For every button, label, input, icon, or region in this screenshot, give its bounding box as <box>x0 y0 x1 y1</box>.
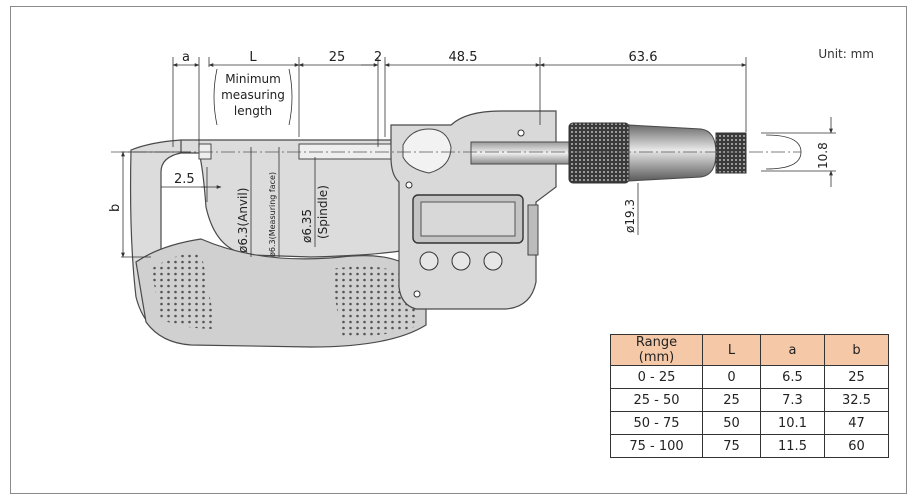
min-length-line-3: length <box>234 104 272 118</box>
cell-range: 0 - 25 <box>610 365 703 389</box>
cell-range: 75 - 100 <box>610 434 703 458</box>
dim-63-6: 63.6 <box>629 50 658 65</box>
screw-top <box>517 129 525 137</box>
button-3 <box>483 251 503 271</box>
cell-L: 0 <box>702 365 761 389</box>
cell-b: 47 <box>824 411 889 435</box>
cell-L: 50 <box>702 411 761 435</box>
display-head <box>390 110 557 310</box>
cell-range: 25 - 50 <box>610 388 703 412</box>
cell-range: 50 - 75 <box>610 411 703 435</box>
min-length-line-2: measuring <box>221 88 285 102</box>
cell-a: 11.5 <box>760 434 825 458</box>
cell-a: 7.3 <box>760 388 825 412</box>
dim-2-5: 2.5 <box>174 172 195 187</box>
header-range: Range (mm) <box>610 334 703 366</box>
table-row: 75 - 100 75 11.5 60 <box>610 434 889 458</box>
cell-L: 75 <box>702 434 761 458</box>
thimble <box>568 122 630 184</box>
dimension-labels: a L 25 2 48.5 63.6 2.5 Minimum measuring… <box>108 50 830 257</box>
button-1 <box>419 251 439 271</box>
dim-2: 2 <box>374 50 382 65</box>
dim-25: 25 <box>329 50 346 65</box>
screw-bottom <box>413 290 421 298</box>
spec-table: Range (mm) L a b 0 - 25 0 6.5 25 25 - 50… <box>610 334 889 458</box>
cell-a: 6.5 <box>760 365 825 389</box>
dim-anvil-dia: ø6.3(Anvil) <box>236 188 250 253</box>
cell-a: 10.1 <box>760 411 825 435</box>
micrometer-drawing: a L 25 2 48.5 63.6 2.5 Minimum measuring… <box>108 50 836 348</box>
unit-label: Unit: mm <box>818 47 874 61</box>
header-a: a <box>760 334 825 366</box>
dim-spindle-word: (Spindle) <box>316 185 330 239</box>
header-b: b <box>824 334 889 366</box>
dim-b: b <box>108 204 123 212</box>
dim-spindle-dia: ø6.35 <box>300 209 314 243</box>
min-length-line-1: Minimum <box>225 72 281 86</box>
lcd-inner <box>420 201 516 237</box>
dim-face-dia: ø6.3(Measuring face) <box>268 172 277 257</box>
sleeve <box>470 141 572 165</box>
screw-left <box>405 181 413 189</box>
c-frame <box>129 139 427 348</box>
cell-b: 25 <box>824 365 889 389</box>
anvil <box>198 143 212 160</box>
dim-10-8: 10.8 <box>816 142 830 169</box>
clamp-ring <box>402 128 452 174</box>
table-row: 0 - 25 0 6.5 25 <box>610 365 889 389</box>
figure-frame: a L 25 2 48.5 63.6 2.5 Minimum measuring… <box>10 6 907 494</box>
button-2 <box>451 251 471 271</box>
table-row: 50 - 75 50 10.1 47 <box>610 411 889 435</box>
dim-48-5: 48.5 <box>449 50 478 65</box>
side-lock <box>527 204 539 256</box>
spindle <box>298 143 392 160</box>
table-header-row: Range (mm) L a b <box>610 334 889 366</box>
dim-L: L <box>249 50 257 65</box>
dim-thimble-dia: ø19.3 <box>623 199 637 233</box>
dimension-lines <box>121 57 836 258</box>
grip-dots-left <box>151 251 216 329</box>
grip-dots-right <box>331 266 419 337</box>
cell-b: 60 <box>824 434 889 458</box>
dim-a: a <box>182 50 190 65</box>
header-L: L <box>702 334 761 366</box>
cell-L: 25 <box>702 388 761 412</box>
thimble-cone <box>628 124 717 182</box>
table-row: 25 - 50 25 7.3 32.5 <box>610 388 889 412</box>
ratchet <box>715 132 747 174</box>
cell-b: 32.5 <box>824 388 889 412</box>
